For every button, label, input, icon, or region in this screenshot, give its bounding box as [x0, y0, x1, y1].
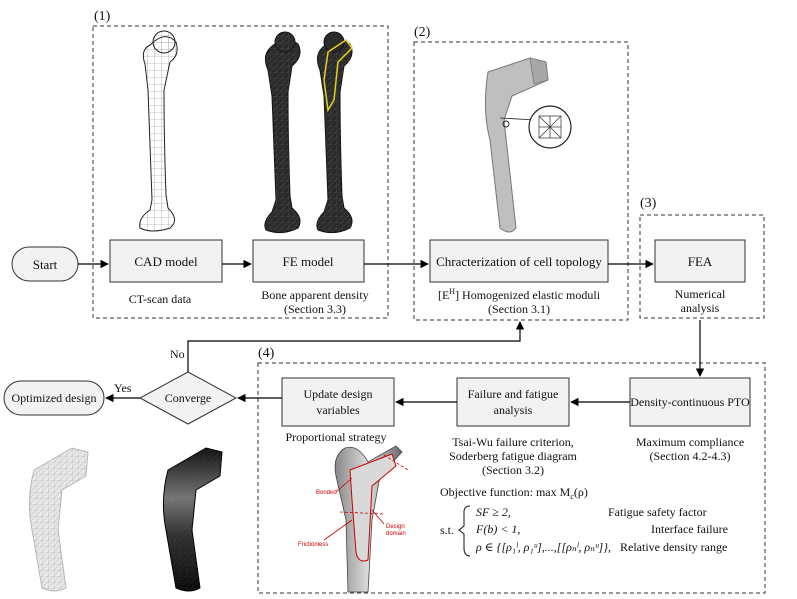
optimization-formulation: Objective function: max Mc(ρ) s.t. SF ≥ … — [440, 485, 728, 557]
moduli-section: (Section 3.1) — [488, 302, 550, 316]
section-4-number: (4) — [258, 346, 275, 361]
section-1-box — [92, 25, 389, 319]
design-domain-label-line2: domain — [386, 531, 406, 537]
update-variables-node[interactable]: Update design variables — [281, 377, 395, 427]
objective-function: Objective function: max Mc(ρ) — [440, 485, 588, 501]
yes-label: Yes — [114, 381, 132, 395]
update-label-line2: variables — [316, 403, 360, 417]
soderberg-caption: Soderberg fatigue diagram — [449, 449, 577, 463]
arrow-converge-no-loop — [187, 321, 525, 372]
tsai-wu-caption: Tsai-Wu failure criterion, — [452, 435, 574, 449]
femur-wireframe-image — [139, 30, 178, 232]
cad-model-node[interactable]: CAD model — [109, 239, 223, 283]
optimized-design-node[interactable]: Optimized design — [3, 380, 105, 416]
ct-scan-caption: CT-scan data — [129, 292, 192, 306]
constraint-2: F(b) < 1, — [475, 522, 520, 536]
fea-label: FEA — [688, 254, 713, 269]
optimized-label: Optimized design — [12, 391, 97, 405]
femur-implant-region-image — [316, 31, 353, 234]
constraint-1: SF ≥ 2, — [476, 505, 511, 519]
converge-label: Converge — [165, 391, 211, 405]
numerical-caption-line2: analysis — [681, 301, 720, 315]
failure-analysis-node[interactable]: Failure and fatigue analysis — [456, 377, 570, 427]
frictionless-label: Frictionless — [298, 542, 328, 548]
max-compliance-caption: Maximum compliance — [636, 435, 744, 449]
cell-topology-label: Chracterization of cell topology — [436, 254, 602, 269]
section-4-box — [257, 362, 766, 594]
pto-label: Density-continuous PTO — [630, 395, 750, 409]
section-3-number: (3) — [640, 196, 657, 211]
constraint-2-desc: Interface failure — [651, 522, 728, 536]
tsai-wu-section: (Section 3.2) — [482, 463, 544, 477]
implant-in-bone-image — [323, 445, 409, 593]
numerical-caption-line1: Numerical — [675, 287, 726, 301]
section-2-box — [413, 41, 629, 321]
cell-topology-node[interactable]: Chracterization of cell topology — [429, 239, 609, 283]
constraint-3-desc: Relative density range — [620, 540, 727, 554]
start-label: Start — [33, 257, 58, 272]
fe-model-label: FE model — [283, 254, 334, 269]
section-1-number: (1) — [94, 9, 111, 24]
max-compliance-section: (Section 4.2-4.3) — [650, 449, 731, 463]
section-3-box — [639, 214, 765, 319]
design-domain-label-line1: Design — [386, 524, 405, 530]
failure-label-line1: Failure and fatigue — [468, 387, 559, 401]
converge-decision-node[interactable]: Converge — [138, 371, 238, 425]
no-label: No — [170, 347, 185, 361]
fea-node[interactable]: FEA — [654, 239, 746, 283]
optimized-implant-density-image — [162, 447, 223, 592]
bone-density-caption: Bone apparent density — [261, 288, 368, 302]
update-label-line1: Update design — [304, 387, 373, 401]
section-2-number: (2) — [414, 25, 431, 40]
failure-label-line2: analysis — [494, 403, 533, 417]
femur-fe-mesh-image — [264, 31, 301, 234]
proportional-caption: Proportional strategy — [286, 430, 387, 444]
optimized-implant-lattice-image — [28, 447, 89, 592]
moduli-caption: [EH] Homogenized elastic moduli — [438, 287, 601, 302]
constraint-1-desc: Fatigue safety factor — [608, 505, 707, 519]
bonded-label: Bonded — [316, 490, 337, 496]
constraint-3: ρ ∈ {[ρ₁ˡ, ρ₁ᵘ],...,[[ρₙˡ, ρₙᵘ]}, — [475, 540, 611, 554]
cad-model-label: CAD model — [134, 254, 198, 269]
start-node[interactable]: Start — [11, 246, 79, 282]
pto-node[interactable]: Density-continuous PTO — [629, 377, 751, 427]
bone-density-section: (Section 3.3) — [284, 302, 346, 316]
implant-stem-image — [484, 57, 572, 233]
fe-model-node[interactable]: FE model — [252, 239, 365, 283]
subject-to-label: s.t. — [440, 523, 454, 537]
